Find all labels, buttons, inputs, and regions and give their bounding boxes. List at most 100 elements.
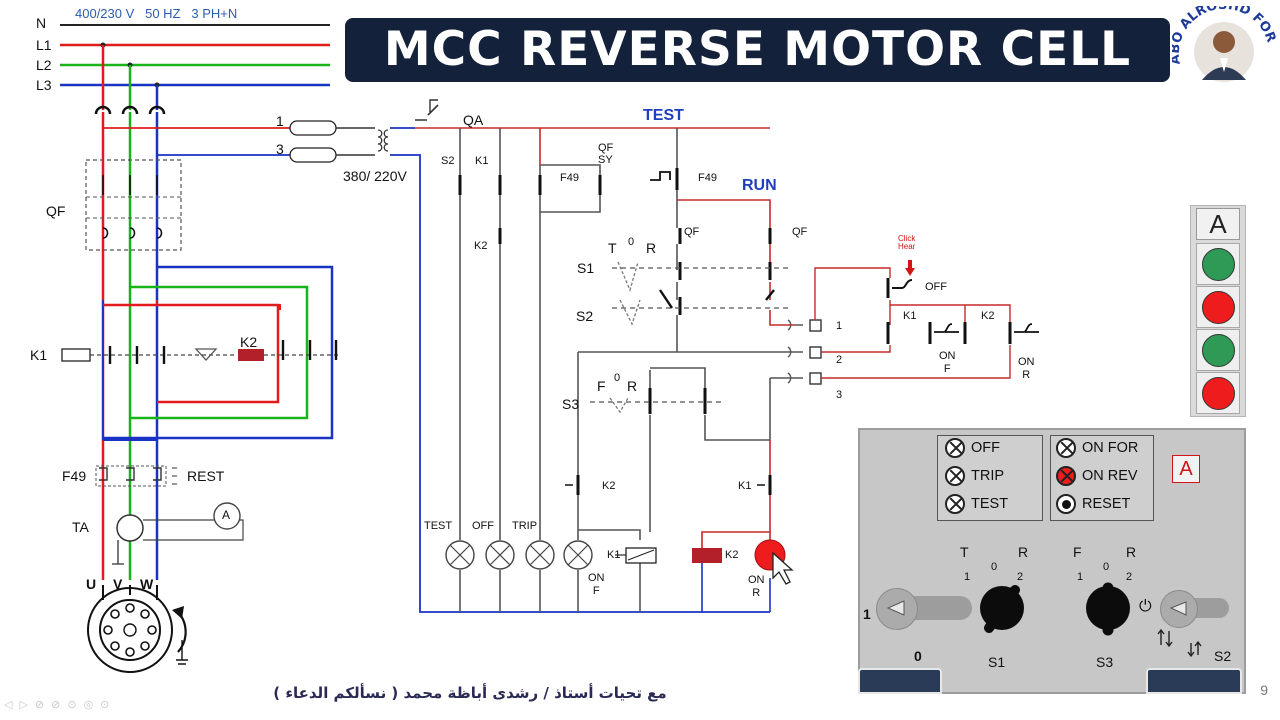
bus-label-n: N (36, 15, 47, 31)
terminal-w: W (140, 576, 154, 592)
f49-overload (95, 465, 177, 487)
fuse-terminals (94, 105, 166, 115)
s3-name: S3 (1096, 654, 1114, 670)
indicator-test: TEST (945, 494, 1008, 514)
indicator-trip: TRIP (945, 466, 1004, 486)
fuse-label-3: 3 (276, 141, 284, 157)
terminal-1: 1 (836, 320, 843, 332)
s1-top-t: T (960, 544, 969, 560)
lamp-trip-label: TRIP (512, 520, 538, 532)
on-f-pb-label: ON F (939, 350, 956, 375)
lamp-off-label: OFF (472, 520, 494, 532)
s1-knob-handle (984, 585, 1020, 633)
footer-credit: مع تحيات أستاذ / رشدى أباظة محمد ( نسألك… (273, 684, 667, 702)
page-title: MCC REVERSE MOTOR CELL (383, 22, 1132, 77)
supply-lines (60, 24, 330, 88)
indicator-on-for: ON FOR (1056, 438, 1138, 458)
contact-qf-left: QF (684, 226, 700, 238)
qf-breaker (85, 159, 182, 251)
indicator-on-rev: ON REV (1056, 466, 1138, 486)
brand-logo: ABO ALROSHD FOR TRAINING (1172, 6, 1276, 82)
green-signal-lamp (1202, 248, 1235, 281)
on-r-lamp-label: ON R (748, 574, 765, 599)
top-contacts (458, 175, 602, 244)
s2-left-arrow-icon (1169, 601, 1187, 616)
s3-pos-f: F (597, 378, 606, 394)
indicator-reset[interactable]: RESET (1056, 494, 1130, 514)
contact-qf-sy: QF SY (598, 142, 614, 166)
contact-k1: K1 (475, 155, 489, 167)
qa-label: QA (463, 112, 484, 128)
s3-pos-0: 0 (614, 372, 621, 384)
terminal-u: U (86, 576, 97, 592)
click-hear-label: Click Hear (898, 234, 916, 251)
reset-button-icon[interactable] (1056, 494, 1076, 514)
indicator-lamp-icon (945, 438, 965, 458)
terminal-2: 2 (836, 354, 843, 366)
updown-arrows-icon (1187, 640, 1202, 658)
toggle-on-label: 1 (863, 606, 871, 622)
current-transformer (112, 502, 244, 565)
k2-pb-label: K2 (981, 310, 995, 322)
s3-pos-r: R (627, 378, 638, 394)
s1-pos-t: T (608, 240, 617, 256)
s3-num-1: 1 (1077, 571, 1084, 583)
s1-num-0: 0 (991, 561, 998, 573)
power-phases (101, 45, 334, 580)
off-pb-label: OFF (925, 281, 947, 293)
terminal-v: V (113, 576, 123, 592)
s1-name: S1 (988, 654, 1006, 670)
contact-f49: F49 (560, 172, 579, 184)
swap-arrows-icon (1157, 628, 1173, 648)
slide-nav-icons[interactable]: ◁▷⊘⊘⊙◎⊙ (4, 699, 117, 711)
motor (87, 585, 188, 673)
terminal-3: 3 (836, 389, 843, 401)
k1-coil-label: K1 (607, 549, 621, 561)
power-icon: ⏻ (1139, 598, 1152, 615)
page-number: 9 (1260, 682, 1268, 698)
indicator-label: OFF (971, 440, 1000, 456)
signal-column-header: A (1196, 208, 1240, 240)
indicator-lamp-icon (945, 494, 965, 514)
s3-top-r: R (1126, 544, 1137, 560)
signal-lamp-cell (1196, 286, 1240, 328)
contact-f49-test: F49 (698, 172, 717, 184)
s1-pos-r: R (646, 240, 657, 256)
s3-num-0: 0 (1103, 561, 1110, 573)
toggle-left-arrow-icon (886, 600, 905, 616)
s1-num-2: 2 (1017, 571, 1024, 583)
test-label: TEST (643, 107, 684, 124)
s1-num-1: 1 (964, 571, 971, 583)
indicator-label: ON FOR (1082, 440, 1139, 456)
supply-spec: 400/230 V 50 HZ 3 PH+N (75, 6, 238, 21)
indicator-label: TRIP (971, 468, 1005, 484)
bus-label-l1: L1 (36, 37, 52, 53)
k1-pb-label: K1 (903, 310, 917, 322)
s3-label: S3 (562, 396, 580, 412)
indicator-off: OFF (945, 438, 1000, 458)
s3-selector (565, 351, 795, 550)
k1-aux-label: K1 (738, 480, 752, 492)
indicator-label: TEST (971, 496, 1009, 512)
signal-lamp-cell (1196, 243, 1240, 285)
red-signal-lamp (1202, 377, 1235, 410)
indicator-lamp-icon (1056, 438, 1076, 458)
transformer-voltage: 380/ 220V (343, 168, 407, 184)
bus-label-l2: L2 (36, 57, 52, 73)
bus-label-l3: L3 (36, 77, 52, 93)
s2-name: S2 (1214, 648, 1232, 664)
test-run-circuit (612, 128, 795, 352)
k2-label: K2 (240, 334, 258, 350)
contact-s2: S2 (441, 155, 455, 167)
s3-num-2: 2 (1126, 571, 1133, 583)
control-lamps (445, 539, 794, 585)
lamp-test-label: TEST (424, 520, 453, 532)
ammeter-badge: A (1172, 455, 1200, 483)
s1-label: S1 (577, 260, 595, 276)
on-f-lamp-label: ON F (588, 572, 605, 597)
control-feed (103, 99, 770, 613)
green-signal-lamp (1202, 334, 1235, 367)
panel-handle-right (1146, 668, 1242, 694)
lamp-branches (459, 128, 770, 612)
